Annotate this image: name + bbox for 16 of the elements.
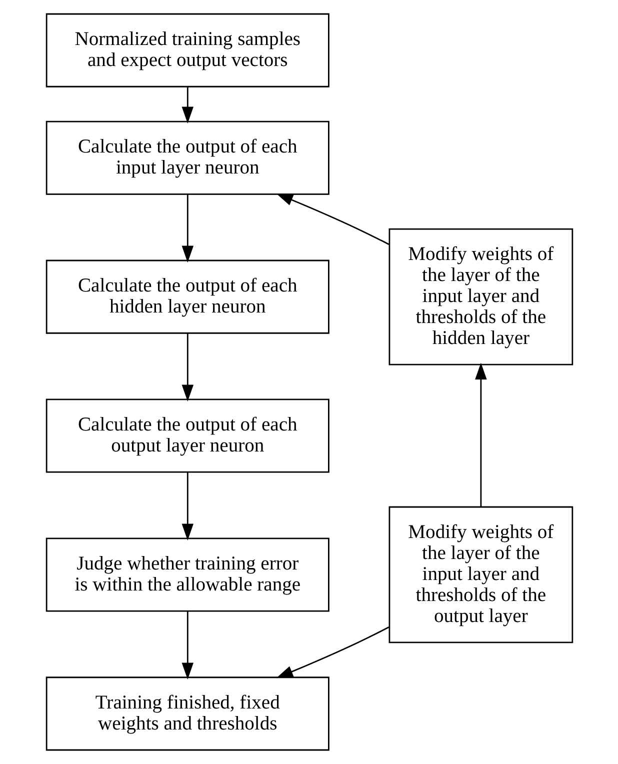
node-box: Training finished, fixed weights and thresholds xyxy=(45,676,329,751)
arrow xyxy=(181,472,194,540)
node-box: Calculate the output of each output layer neuron xyxy=(45,398,329,473)
node-box: Calculate the output of each input layer neuron xyxy=(45,120,329,195)
arrow xyxy=(276,626,389,678)
arrow xyxy=(181,611,194,680)
node-box: Calculate the output of each hidden layer neuron xyxy=(45,260,329,334)
arrow xyxy=(181,333,194,402)
node-box: Judge whether training error is within the allowable range xyxy=(45,538,329,612)
arrow xyxy=(276,193,389,245)
arrow xyxy=(181,194,194,263)
node-box: Modify weights of the layer of the input layer and thresholds of the output layer xyxy=(388,506,573,644)
node-box: Modify weights of the layer of the input layer and thresholds of the hidden layer xyxy=(388,228,573,366)
arrow xyxy=(181,87,194,124)
node-box: Normalized training samples and expect output vectors xyxy=(45,13,329,88)
arrow xyxy=(474,362,486,507)
